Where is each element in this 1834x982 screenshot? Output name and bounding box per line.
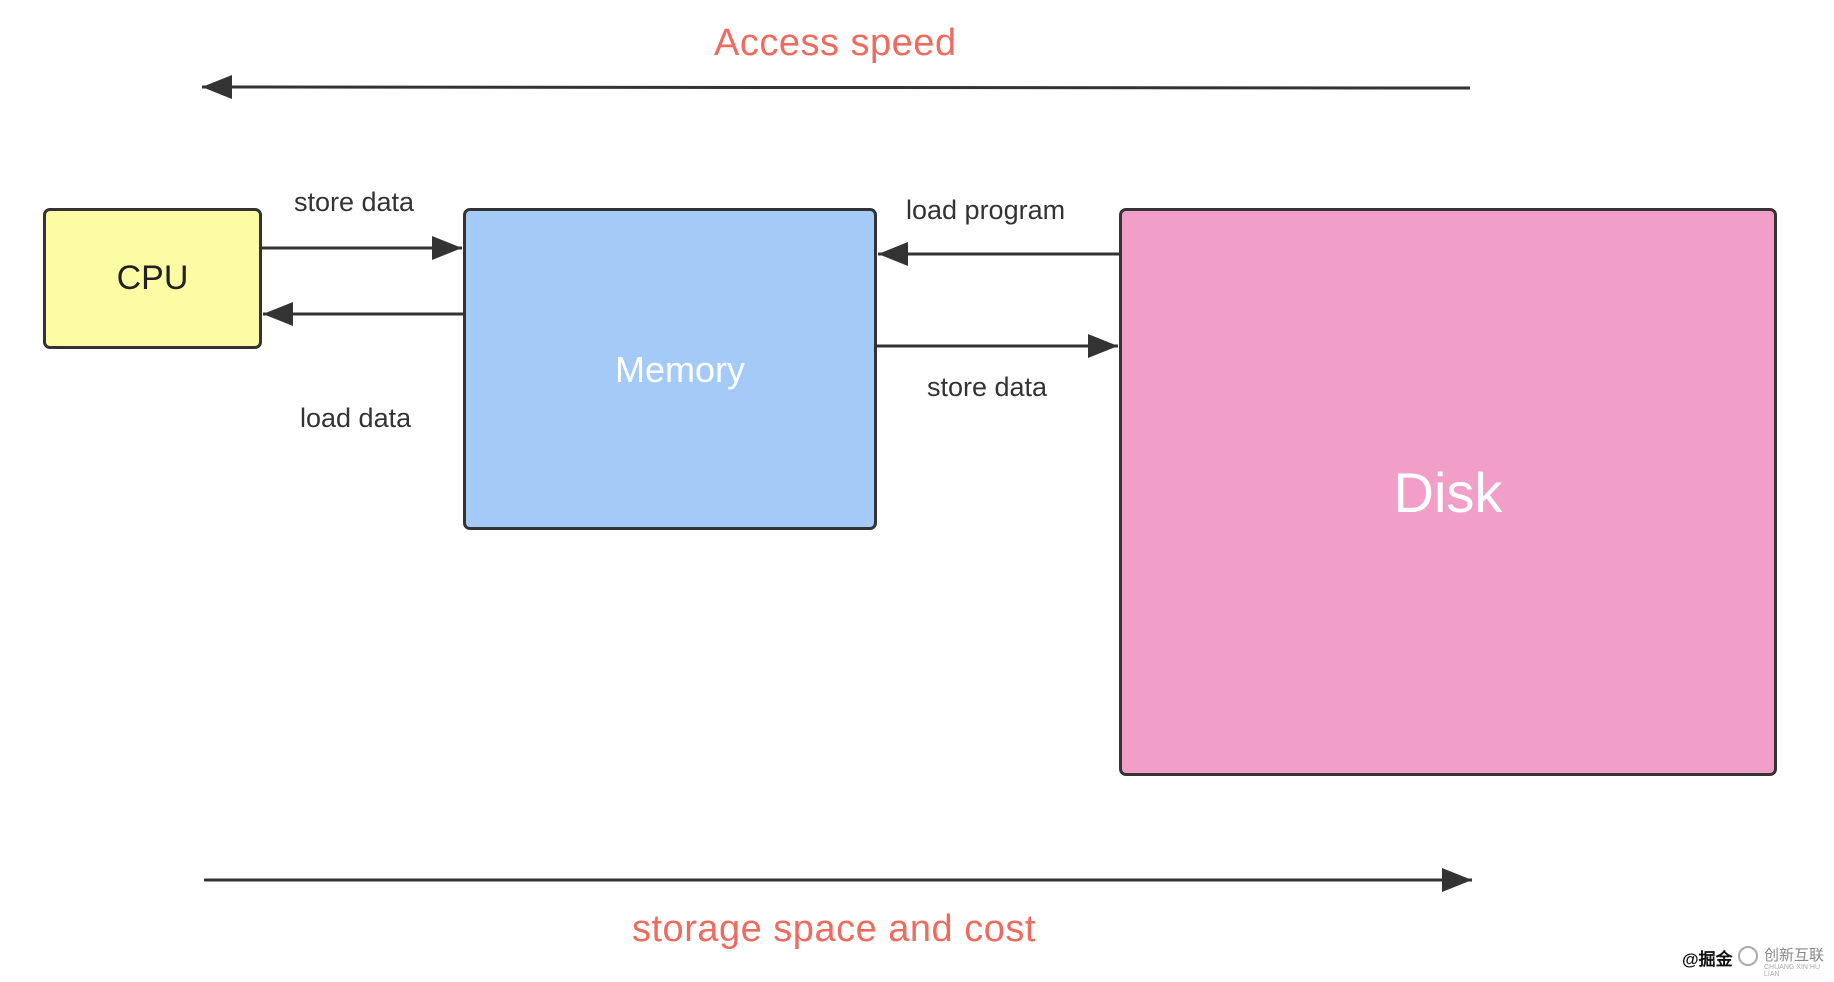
watermark-right-subtext: CHUANG XIN HU LIAN — [1764, 964, 1821, 978]
memory-node: Memory — [463, 208, 877, 530]
disk-label: Disk — [1393, 460, 1503, 524]
cpu-to-memory-label: store data — [294, 187, 415, 217]
disk-to-memory-label: load program — [906, 195, 1066, 225]
watermark-right-text: 创新互联 — [1764, 947, 1825, 964]
disk-node: Disk — [1119, 208, 1777, 776]
watermark-logo-icon — [1738, 946, 1758, 966]
cpu-label: CPU — [116, 259, 189, 297]
storage-cost-label: storage space and cost — [632, 908, 1036, 950]
memory-label: Memory — [614, 349, 745, 390]
access-speed-arrow — [201, 75, 1471, 100]
memory-to-disk-label: store data — [927, 372, 1048, 402]
watermark-left-text: @掘金 — [1682, 950, 1733, 969]
watermark: @掘金 创新互联 CHUANG XIN HU LIAN — [1682, 944, 1832, 978]
cpu-node: CPU — [43, 208, 262, 349]
access-speed-label: Access speed — [714, 22, 957, 64]
memory-to-cpu-label: load data — [300, 403, 412, 433]
